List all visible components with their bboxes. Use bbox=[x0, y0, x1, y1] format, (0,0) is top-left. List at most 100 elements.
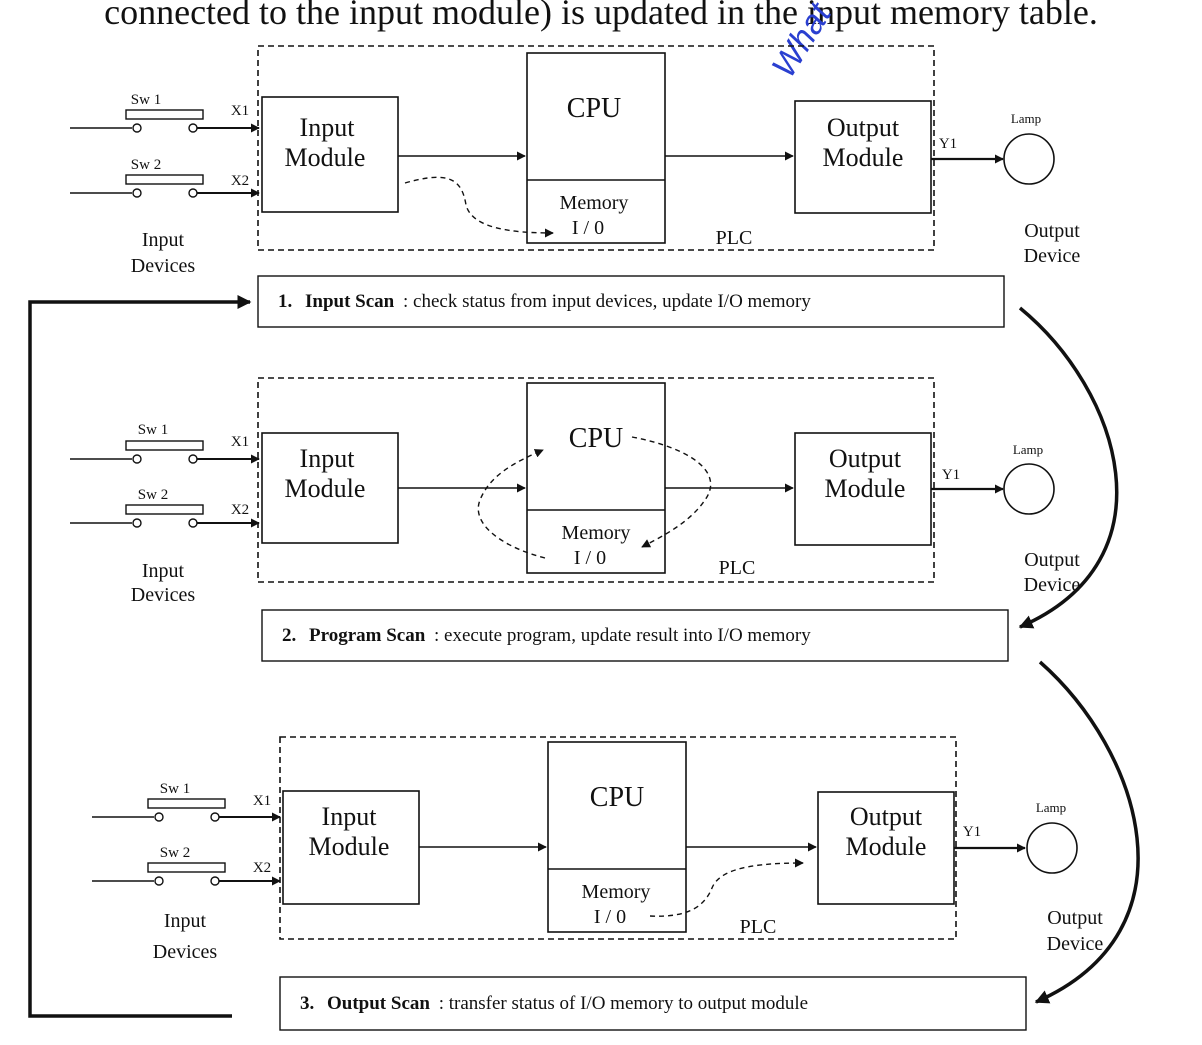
output-module-label-1: Output bbox=[827, 113, 900, 142]
switch-1-button bbox=[125, 109, 204, 120]
step-number: 2. bbox=[282, 625, 296, 646]
x2-label: X2 bbox=[231, 173, 249, 189]
switch-2: Sw 2 X2 bbox=[70, 487, 260, 528]
output-device-label-1: Output bbox=[1024, 220, 1080, 242]
cycle-arrow-2-to-3 bbox=[1034, 660, 1140, 1004]
x1-label: X1 bbox=[231, 103, 249, 119]
io-label: I / 0 bbox=[574, 547, 606, 569]
input-module-box bbox=[261, 96, 399, 213]
lamp-label: Lamp bbox=[1011, 111, 1041, 126]
panel-program-scan: Input Module CPU Memory I / 0 Output Mod… bbox=[70, 377, 1081, 606]
x1-label: X1 bbox=[253, 793, 271, 809]
output-module-label-2: Module bbox=[846, 832, 927, 861]
input-module-label-1: Input bbox=[300, 113, 356, 142]
switch-2-button bbox=[125, 174, 204, 185]
switch-1: Sw 1 X1 bbox=[92, 781, 281, 822]
step-caption-input-scan: 1. Input Scan : check status from input … bbox=[278, 291, 811, 312]
input-module-label-1: Input bbox=[322, 802, 378, 831]
program-scan-loop-up bbox=[477, 449, 546, 559]
output-module-label-2: Module bbox=[825, 474, 906, 503]
panel-output-scan: Input Module CPU Memory I / 0 Output Mod… bbox=[92, 736, 1104, 963]
output-device-label-2: Device bbox=[1024, 245, 1081, 267]
output-module-label-2: Module bbox=[823, 143, 904, 172]
step-number: 3. bbox=[300, 993, 314, 1014]
panel-input-scan: Input Module CPU Memory I / 0 Output Mod… bbox=[70, 45, 1081, 277]
step-title: Program Scan bbox=[309, 625, 426, 646]
input-module-label-1: Input bbox=[300, 444, 356, 473]
switch-1: Sw 1 X1 bbox=[70, 422, 260, 464]
lamp-label: Lamp bbox=[1036, 800, 1066, 815]
switch-2-button bbox=[125, 504, 204, 515]
memory-label: Memory bbox=[560, 192, 629, 214]
program-scan-loop-down bbox=[631, 436, 712, 548]
plc-label: PLC bbox=[716, 227, 753, 249]
output-device-label-1: Output bbox=[1047, 907, 1103, 929]
sw2-label: Sw 2 bbox=[131, 157, 161, 173]
switch-1-button bbox=[125, 440, 204, 451]
switch-2: Sw 2 X2 bbox=[70, 157, 260, 198]
io-label: I / 0 bbox=[572, 217, 604, 239]
lamp-circle bbox=[1003, 463, 1055, 515]
step-box-program-scan bbox=[261, 609, 1009, 662]
input-devices-label-2: Devices bbox=[153, 941, 218, 963]
cpu-box bbox=[526, 382, 666, 574]
cycle-arrow-1-to-2 bbox=[1018, 306, 1119, 629]
cpu-label: CPU bbox=[590, 782, 644, 813]
x2-label: X2 bbox=[253, 860, 271, 876]
io-label: I / 0 bbox=[594, 906, 626, 928]
input-devices-label-2: Devices bbox=[131, 255, 196, 277]
switch-2-button bbox=[147, 862, 226, 873]
sw1-label: Sw 1 bbox=[131, 92, 161, 108]
output-device-label-2: Device bbox=[1024, 574, 1081, 596]
plc-label: PLC bbox=[740, 916, 777, 938]
cycle-return-loop-arrow bbox=[28, 295, 252, 1018]
y1-label: Y1 bbox=[942, 467, 960, 483]
step-description: : execute program, update result into I/… bbox=[434, 625, 811, 646]
step-box-input-scan bbox=[257, 275, 1005, 328]
switch-1: Sw 1 X1 bbox=[70, 92, 260, 133]
memory-label: Memory bbox=[582, 881, 651, 903]
y1-label: Y1 bbox=[939, 136, 957, 152]
output-module-box bbox=[794, 100, 932, 214]
header-text: connected to the input module) is update… bbox=[104, 0, 1098, 32]
output-module-label-1: Output bbox=[829, 444, 902, 473]
cpu-label: CPU bbox=[569, 423, 623, 454]
output-scan-dashed-flow bbox=[649, 858, 804, 917]
x1-label: X1 bbox=[231, 434, 249, 450]
sw2-label: Sw 2 bbox=[160, 845, 190, 861]
plc-label: PLC bbox=[719, 557, 756, 579]
step-title: Output Scan bbox=[327, 993, 430, 1014]
lamp-label: Lamp bbox=[1013, 442, 1043, 457]
switch-1-button bbox=[147, 798, 226, 809]
input-module-label-2: Module bbox=[285, 143, 366, 172]
input-devices-label-2: Devices bbox=[131, 584, 196, 606]
sw2-label: Sw 2 bbox=[138, 487, 168, 503]
output-device-label-1: Output bbox=[1024, 549, 1080, 571]
sw1-label: Sw 1 bbox=[160, 781, 190, 797]
lamp-circle bbox=[1026, 822, 1078, 874]
input-devices-label-1: Input bbox=[142, 229, 185, 251]
step-caption-program-scan: 2. Program Scan : execute program, updat… bbox=[282, 625, 811, 646]
step-box-output-scan bbox=[279, 976, 1027, 1031]
step-caption-output-scan: 3. Output Scan : transfer status of I/O … bbox=[300, 993, 808, 1014]
switch-2: Sw 2 X2 bbox=[92, 845, 281, 886]
cpu-label: CPU bbox=[567, 93, 621, 124]
memory-label: Memory bbox=[562, 522, 631, 544]
input-devices-label-1: Input bbox=[164, 910, 207, 932]
sw1-label: Sw 1 bbox=[138, 422, 168, 438]
input-module-label-2: Module bbox=[285, 474, 366, 503]
input-scan-dashed-flow bbox=[404, 176, 554, 238]
step-description: : check status from input devices, updat… bbox=[403, 291, 811, 312]
x2-label: X2 bbox=[231, 502, 249, 518]
output-module-label-1: Output bbox=[850, 802, 923, 831]
step-description: : transfer status of I/O memory to outpu… bbox=[439, 993, 808, 1014]
output-device-label-2: Device bbox=[1047, 933, 1104, 955]
input-module-label-2: Module bbox=[309, 832, 390, 861]
lamp-circle bbox=[1003, 133, 1055, 185]
input-devices-label-1: Input bbox=[142, 560, 185, 582]
y1-label: Y1 bbox=[963, 824, 981, 840]
cpu-box bbox=[547, 741, 687, 933]
cpu-box bbox=[526, 52, 666, 244]
step-number: 1. bbox=[278, 291, 292, 312]
